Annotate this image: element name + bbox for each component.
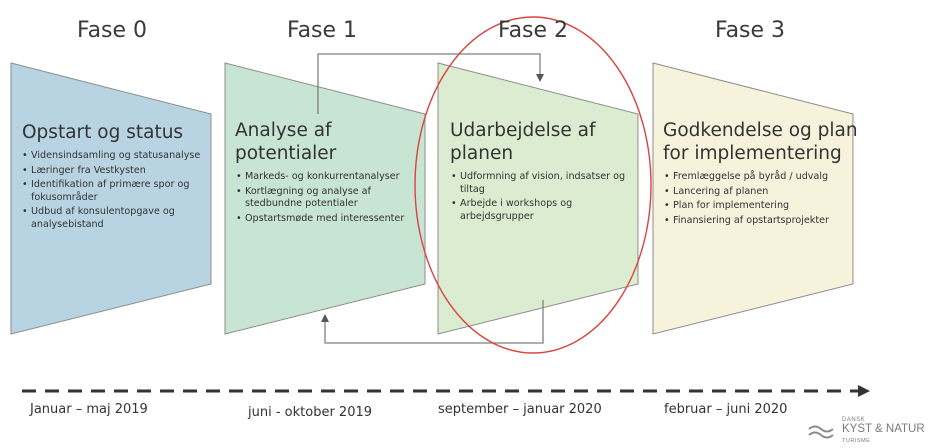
- phase-1-bullet: Markeds- og konkurrentanalyser: [236, 171, 425, 184]
- phase-3-shape: [652, 62, 854, 335]
- phase-2-bullet: Arbejde i workshops og arbejdsgrupper: [451, 198, 630, 223]
- loop-arrow-bottom: [321, 300, 544, 344]
- logo-line-1: DANSK: [842, 417, 866, 423]
- phase-0-title: Opstart og status: [22, 121, 183, 144]
- phase-1-bullet: Kortlægning og analyse af stedbundne pot…: [236, 186, 425, 211]
- phase-0-period: Januar – maj 2019: [30, 402, 148, 417]
- phase-0-bullet: Vidensindsamling og statusanalyse: [22, 150, 211, 163]
- phase-1-label: Fase 1: [286, 18, 358, 43]
- phase-1-title-line: Analyse af: [235, 120, 332, 141]
- logo-line-3: TURISME: [842, 438, 871, 444]
- phase-2-label: Fase 2: [497, 18, 569, 43]
- phase-2-bullets: Udformning af vision, indsatser og tilta…: [451, 171, 630, 225]
- phase-1-title-line: potentialer: [235, 143, 337, 164]
- phase-3-title-line: for implementering: [663, 143, 842, 164]
- phase-0-bullet: Udbud af konsulentopgave og analysebista…: [22, 206, 211, 231]
- phase-0-bullet: Identifikation af primære spor og fokuso…: [22, 179, 211, 204]
- phase-3-title-line: Godkendelse og plan: [663, 120, 858, 141]
- phase-3-bullets: Fremlæggelse på byråd / udvalg Lancering…: [664, 171, 858, 229]
- phase-3-bullet: Finansiering af opstartsprojekter: [664, 215, 858, 228]
- phase-3-title: Godkendelse og plan for implementering: [663, 119, 858, 165]
- loop-arrow-top: [317, 53, 544, 114]
- phase-1-period: juni - oktober 2019: [248, 405, 373, 420]
- phase-1-bullet: Opstartsmøde med interessenter: [236, 213, 425, 226]
- phase-2-bullet: Udformning af vision, indsatser og tilta…: [451, 171, 630, 196]
- timeline-arrowhead: [858, 385, 870, 397]
- phase-3-period: februar – juni 2020: [664, 402, 788, 417]
- phase-1-title: Analyse af potentialer: [235, 119, 336, 165]
- phase-2-title: Udarbejdelse af planen: [450, 119, 596, 165]
- wave-icon: [808, 425, 834, 439]
- phase-2-period: september – januar 2020: [438, 402, 602, 417]
- phase-2-title-line: Udarbejdelse af: [450, 120, 596, 141]
- phase-1-bullets: Markeds- og konkurrentanalyser Kortlægni…: [236, 171, 425, 227]
- logo-line-2: KYST & NATUR: [842, 423, 925, 435]
- dansk-kyst-natur-logo: DANSK KYST & NATUR TURISME: [806, 417, 928, 447]
- phase-0-bullet: Læringer fra Vestkysten: [22, 165, 211, 178]
- phase-2-title-line: planen: [450, 143, 514, 164]
- phase-3-bullet: Lancering af planen: [664, 186, 858, 199]
- phase-0-bullets: Vidensindsamling og statusanalyse Læring…: [22, 150, 211, 233]
- phase-3-bullet: Fremlæggelse på byråd / udvalg: [664, 171, 858, 184]
- phase-0-label: Fase 0: [76, 18, 148, 43]
- phase-3-label: Fase 3: [714, 18, 786, 43]
- phase-3-bullet: Plan for implementering: [664, 200, 858, 213]
- phase-0-title-line: Opstart og status: [22, 122, 184, 143]
